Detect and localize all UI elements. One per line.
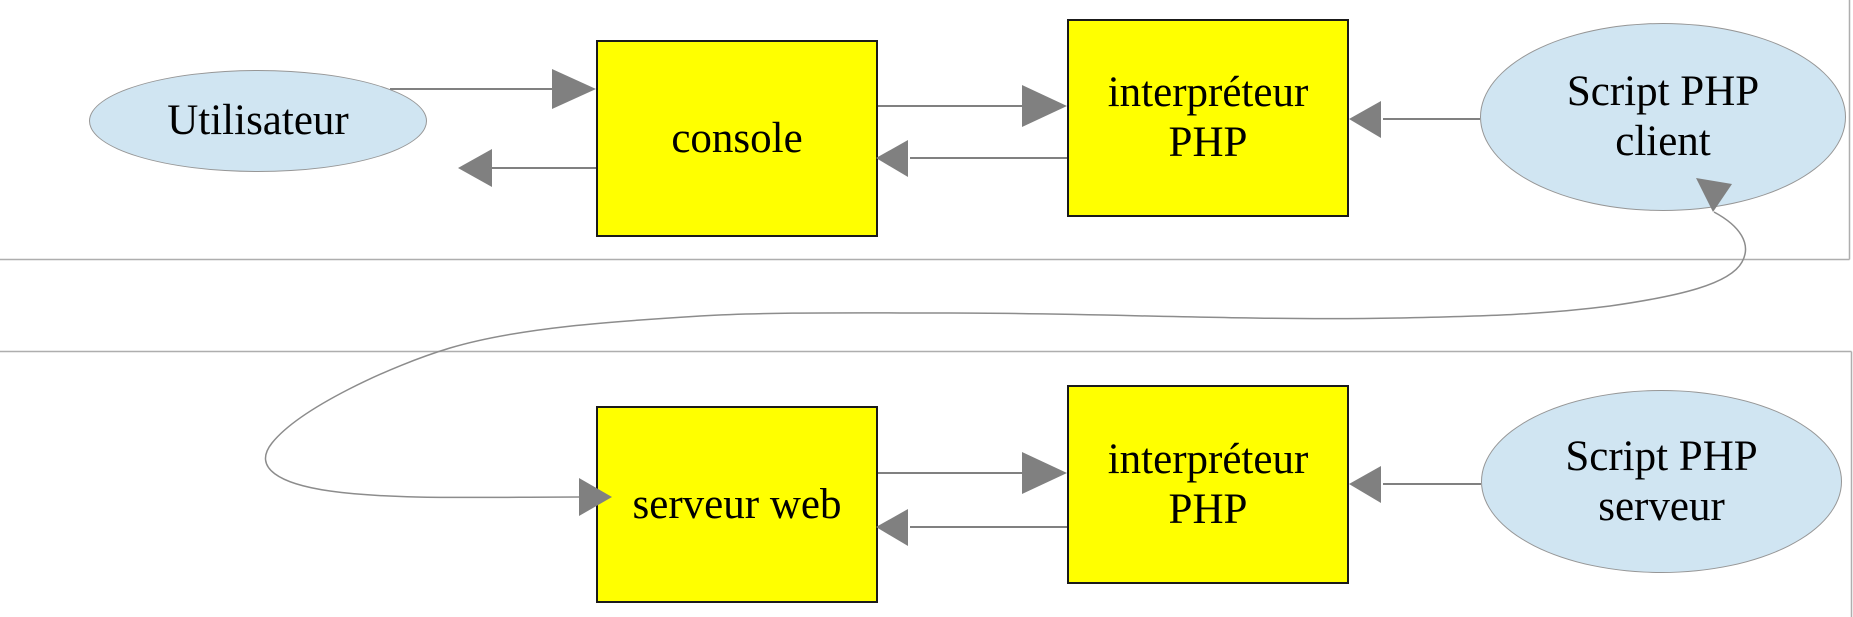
node-utilisateur: Utilisateur — [89, 70, 427, 172]
arrow-console-to-interpreteur-client — [878, 85, 1067, 127]
arrow-serveur-web-to-interpreteur-serveur — [878, 452, 1067, 494]
node-utilisateur-label: Utilisateur — [167, 97, 349, 144]
node-script-php-client-label: Script PHP client — [1566, 68, 1760, 165]
arrow-interpreteur-serveur-to-serveur-web — [876, 509, 1067, 546]
arrow-interpreteur-client-to-console — [876, 140, 1067, 177]
node-console-label: console — [671, 114, 803, 162]
node-interpreteur-php-serveur-label: interpréteur PHP — [1107, 435, 1309, 533]
arrow-script-serveur-to-interpreteur — [1349, 466, 1481, 503]
arrow-console-to-utilisateur — [458, 149, 596, 187]
node-serveur-web: serveur web — [596, 406, 878, 603]
node-script-php-serveur-label: Script PHP serveur — [1565, 432, 1758, 530]
node-script-php-serveur: Script PHP serveur — [1481, 390, 1842, 573]
node-interpreteur-php-client: interpréteur PHP — [1067, 19, 1349, 217]
node-console: console — [596, 40, 878, 237]
node-interpreteur-php-serveur: interpréteur PHP — [1067, 385, 1349, 584]
arrow-script-client-to-interpreteur — [1349, 101, 1480, 138]
node-script-php-client: Script PHP client — [1480, 23, 1846, 211]
node-interpreteur-php-client-label: interpréteur PHP — [1107, 69, 1309, 166]
arrow-utilisateur-to-console — [390, 69, 596, 109]
node-serveur-web-label: serveur web — [632, 480, 842, 528]
